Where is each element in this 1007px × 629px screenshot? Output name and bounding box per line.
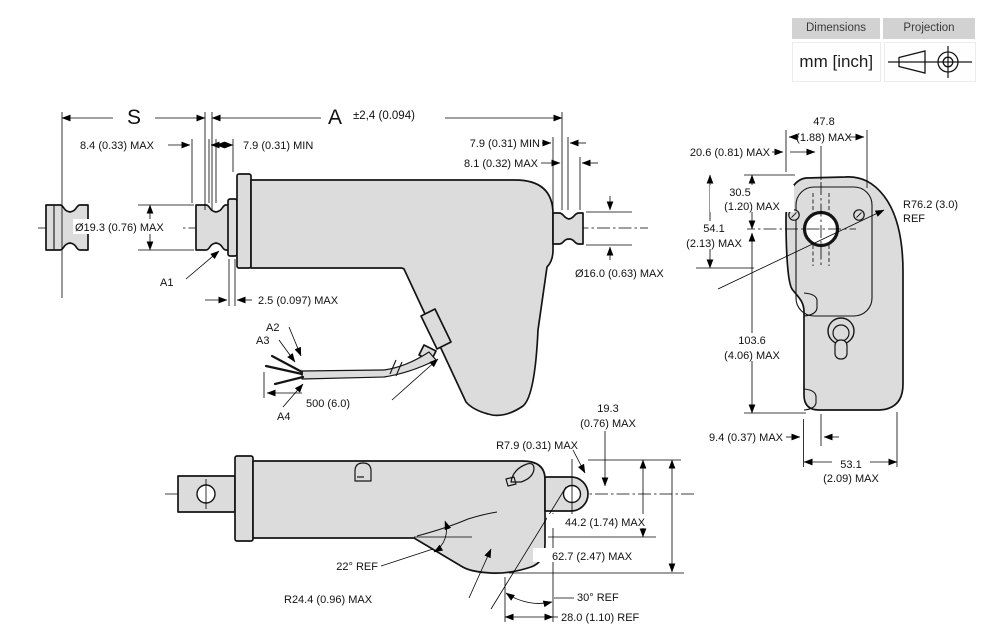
dim-rear-angle: 30° REF bbox=[577, 592, 619, 604]
dim-grip-radius: R24.4 (0.96) MAX bbox=[284, 594, 373, 606]
dim-rear-offset: 28.0 (1.10) REF bbox=[561, 612, 640, 624]
dim-rear-pin-diameter: Ø16.0 (0.63) MAX bbox=[575, 268, 664, 280]
projection-cell bbox=[883, 42, 976, 82]
side-latch-tab bbox=[803, 388, 817, 411]
dim-overall-width-value: 47.8 bbox=[813, 116, 834, 128]
leader-a3 bbox=[278, 339, 296, 363]
dim-cable-length: 500 (6.0) bbox=[306, 398, 350, 410]
wire-2 bbox=[264, 364, 304, 376]
cable bbox=[301, 351, 437, 380]
dimensions-header: Dimensions bbox=[792, 18, 880, 39]
units-projection-legend: Dimensions Projection mm [inch] bbox=[792, 18, 976, 82]
rod-ring bbox=[227, 198, 238, 257]
dim-flange-depth-max: (2.13) MAX bbox=[686, 238, 742, 250]
dim-front-clearance-max: 8.4 (0.33) MAX bbox=[80, 140, 155, 152]
dim-front-clearance-min: 7.9 (0.31) MIN bbox=[243, 140, 313, 152]
cable-break-mark bbox=[389, 359, 397, 375]
leader-grip-radius bbox=[468, 548, 492, 599]
dim-overall-width-max: (1.88) MAX bbox=[796, 132, 852, 144]
rear-mounting-pin bbox=[552, 212, 584, 245]
dim-body-length-value: 103.6 bbox=[738, 335, 766, 347]
release-knob-inner bbox=[832, 324, 850, 342]
leader-a1 bbox=[185, 250, 220, 280]
detached-rod-end bbox=[45, 204, 89, 251]
dim-side-radius-value: R76.2 (3.0) bbox=[903, 199, 958, 211]
length-tolerance: ±2,4 (0.094) bbox=[353, 110, 415, 122]
units-value: mm [inch] bbox=[792, 42, 881, 82]
front-collar bbox=[236, 173, 252, 269]
mold-mark-icon bbox=[354, 462, 372, 482]
bottom-view: 19.3 (0.76) MAX R7.9 (0.31) MAX 44.2 (1.… bbox=[165, 403, 697, 624]
dim-housing-width: 44.2 (1.74) MAX bbox=[565, 517, 646, 529]
side-latch-tab bbox=[803, 292, 818, 317]
grip-angle-arc bbox=[433, 520, 452, 553]
side-view-outline bbox=[785, 176, 904, 411]
dim-side-radius-ref: REF bbox=[903, 213, 925, 225]
leader-eye-radius bbox=[572, 449, 586, 474]
housing-bottom-outline bbox=[252, 460, 546, 574]
dim-overall-height: 62.7 (2.47) MAX bbox=[552, 551, 633, 563]
stroke-dim-label: S bbox=[127, 106, 141, 129]
leader-a2 bbox=[288, 326, 302, 357]
main-view: S A ±2,4 (0.094) 8.4 (0.33) MAX 7.9 (0.3… bbox=[38, 103, 664, 423]
side-view: 47.8 (1.88) MAX 20.6 (0.81) MAX 30.5 (1.… bbox=[683, 116, 958, 485]
callout-a1: A1 bbox=[160, 277, 173, 289]
rear-angle-ref-line bbox=[490, 486, 567, 610]
callout-a3: A3 bbox=[256, 335, 269, 347]
callout-a2: A2 bbox=[266, 322, 279, 334]
swoosh-mark-icon bbox=[510, 462, 535, 483]
dim-base-offset: 9.4 (0.37) MAX bbox=[709, 432, 784, 444]
dim-base-width-max: (2.09) MAX bbox=[823, 473, 879, 485]
leader-side-radius bbox=[717, 209, 885, 290]
dim-flange-depth-value: 54.1 bbox=[703, 223, 724, 235]
wire-3 bbox=[273, 375, 305, 386]
dim-head-depth-value: 30.5 bbox=[729, 187, 750, 199]
front-collar-bottom bbox=[234, 455, 254, 542]
rear-angle-arc bbox=[505, 592, 553, 608]
dim-eye-di-max: (0.76) MAX bbox=[580, 418, 636, 430]
dim-rear-clearance-min: 7.9 (0.31) MIN bbox=[470, 138, 540, 150]
cable-break-mark bbox=[395, 361, 403, 377]
dim-base-width-value: 53.1 bbox=[840, 459, 861, 471]
length-dim-label: A bbox=[328, 106, 342, 129]
notch-mark-icon bbox=[505, 476, 517, 487]
projection-header: Projection bbox=[883, 18, 975, 39]
dim-grip-angle: 22° REF bbox=[336, 561, 378, 573]
leader-a4 bbox=[282, 383, 304, 408]
dim-ring-thickness: 2.5 (0.097) MAX bbox=[258, 295, 339, 307]
leader-cable-length bbox=[391, 358, 439, 401]
dim-head-depth-max: (1.20) MAX bbox=[724, 201, 780, 213]
release-knob-stem bbox=[834, 339, 848, 360]
dim-rod-end-diameter: Ø19.3 (0.76) MAX bbox=[75, 222, 164, 234]
dim-eye-di-value: 19.3 bbox=[597, 403, 618, 415]
dim-eye-radius: R7.9 (0.31) MAX bbox=[496, 440, 579, 452]
cable-gland bbox=[420, 308, 452, 350]
callout-a4: A4 bbox=[277, 411, 290, 423]
dim-rear-clearance-max: 8.1 (0.32) MAX bbox=[464, 158, 539, 170]
wire-1 bbox=[270, 354, 304, 374]
dim-body-length-max: (4.06) MAX bbox=[724, 350, 780, 362]
piston-rod-end bbox=[195, 204, 231, 251]
dim-center-offset: 20.6 (0.81) MAX bbox=[690, 147, 771, 159]
first-angle-projection-icon bbox=[887, 46, 972, 78]
